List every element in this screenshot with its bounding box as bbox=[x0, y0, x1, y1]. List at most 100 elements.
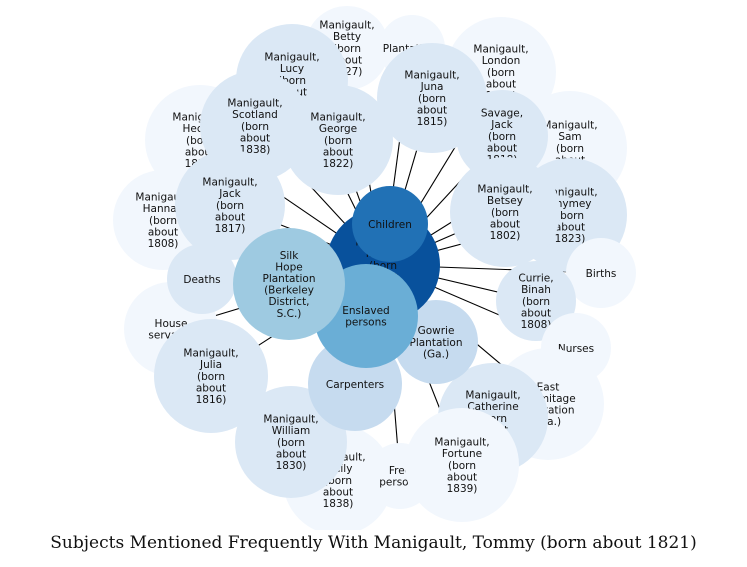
node-fortune-label-line: 1839) bbox=[447, 483, 478, 495]
node-jack_m-label-line: about bbox=[215, 211, 245, 223]
node-lucy-label-line: Lucy bbox=[280, 63, 304, 75]
node-scotland-label-line: about bbox=[240, 132, 270, 144]
node-london-label-line: about bbox=[486, 78, 516, 90]
node-binah-label-line: about bbox=[521, 307, 551, 319]
node-julia-circle bbox=[154, 319, 268, 433]
node-juna-label-line: about bbox=[417, 104, 447, 116]
node-births-circle bbox=[566, 238, 636, 308]
node-jack_savage-label-line: about bbox=[487, 142, 517, 154]
node-fortune-circle bbox=[405, 408, 519, 522]
node-jack_savage-label-line: (born bbox=[488, 131, 516, 143]
node-julia-label-line: (born bbox=[197, 371, 225, 383]
node-juna-label-line: Juna bbox=[420, 81, 444, 93]
node-london-label-line: London bbox=[482, 55, 521, 67]
node-births-label-line: Births bbox=[586, 268, 617, 280]
node-jack_m-label-line: 1817) bbox=[215, 223, 246, 235]
figure-caption: Subjects Mentioned Frequently With Manig… bbox=[50, 533, 697, 553]
node-jack_savage-label-line: Savage, bbox=[481, 108, 523, 120]
node-gowrie-label-line: (Ga.) bbox=[423, 348, 449, 360]
node-hannah-label-line: about bbox=[148, 226, 178, 238]
node-william-label-line: 1830) bbox=[276, 460, 307, 472]
node-silk_hope-label-line: District, bbox=[268, 296, 309, 308]
node-sam-label-line: Sam bbox=[558, 131, 581, 143]
node-children-circle bbox=[352, 186, 428, 262]
node-rhymey-label-line: 1823) bbox=[555, 233, 586, 245]
node-silk_hope-circle bbox=[233, 228, 345, 340]
node-betsey-circle bbox=[450, 157, 560, 267]
node-jack_m-label-line: (born bbox=[216, 200, 244, 212]
node-scotland-label-line: Scotland bbox=[232, 109, 278, 121]
node-betty-label-line: Manigault, bbox=[319, 20, 374, 32]
node-juna-label-line: 1815) bbox=[417, 116, 448, 128]
node-gowrie-label-line: Gowrie bbox=[418, 325, 455, 337]
node-sam-label-line: Manigault, bbox=[542, 120, 597, 132]
node-silk_hope-label-line: S.C.) bbox=[277, 308, 302, 320]
node-silk_hope-label-line: Hope bbox=[275, 261, 302, 273]
node-fortune-label-line: Fortune bbox=[442, 448, 482, 460]
node-julia-label-line: Manigault, bbox=[183, 348, 238, 360]
node-emily-label-line: 1838) bbox=[323, 498, 354, 510]
node-betsey-label-line: about bbox=[490, 218, 520, 230]
node-william-label-line: Manigault, bbox=[263, 414, 318, 426]
node-catherine-label-line: Catherine bbox=[467, 401, 518, 413]
node-carpenters-label-line: Carpenters bbox=[326, 379, 384, 391]
node-jack_m-label-line: Manigault, bbox=[202, 177, 257, 189]
node-lucy-label-line: Manigault, bbox=[264, 52, 319, 64]
node-hannah-label-line: (born bbox=[149, 215, 177, 227]
node-silk_hope-label-line: Plantation bbox=[262, 273, 315, 285]
nodes-layer: Manigault,Betty(bornabout1827)Plantation… bbox=[113, 6, 636, 530]
node-gowrie-label-line: Plantation bbox=[409, 337, 462, 349]
node-binah-label-line: (born bbox=[522, 296, 550, 308]
node-london-label-line: Manigault, bbox=[473, 44, 528, 56]
node-deaths-label-line: Deaths bbox=[183, 274, 220, 286]
node-hannah-label-line: 1808) bbox=[148, 238, 179, 250]
node-jack_savage-label-line: Jack bbox=[490, 119, 513, 131]
node-betsey-label-line: Manigault, bbox=[477, 184, 532, 196]
node-silk_hope-label-line: (Berkeley bbox=[264, 285, 314, 297]
node-julia-label-line: 1816) bbox=[196, 394, 227, 406]
node-george-label-line: George bbox=[319, 123, 357, 135]
node-betsey-label-line: Betsey bbox=[487, 195, 523, 207]
node-deaths[interactable]: Deaths bbox=[167, 244, 237, 314]
node-births[interactable]: Births bbox=[566, 238, 636, 308]
node-binah-label-line: Currie, bbox=[518, 273, 553, 285]
node-children-label: Children bbox=[368, 219, 412, 231]
node-fortune-label-line: (born bbox=[448, 460, 476, 472]
node-deaths-label: Deaths bbox=[183, 274, 220, 286]
node-juna-label-line: (born bbox=[418, 93, 446, 105]
node-deaths-circle bbox=[167, 244, 237, 314]
node-william-label-line: (born bbox=[277, 437, 305, 449]
node-hannah-label-line: Hannah bbox=[143, 203, 184, 215]
node-jack_m-circle bbox=[175, 150, 285, 260]
node-william-label-line: William bbox=[272, 425, 310, 437]
node-binah-label-line: Binah bbox=[521, 284, 551, 296]
node-children-label-line: Children bbox=[368, 219, 412, 231]
node-house_servants-label-line: House bbox=[155, 318, 188, 330]
node-rhymey-label-line: about bbox=[555, 221, 585, 233]
node-scotland-label-line: Manigault, bbox=[227, 98, 282, 110]
node-sam-label-line: (born bbox=[556, 143, 584, 155]
node-children[interactable]: Children bbox=[352, 186, 428, 262]
node-fortune-label-line: Manigault, bbox=[434, 437, 489, 449]
node-binah-label-line: 1808) bbox=[521, 319, 552, 331]
node-carpenters-label: Carpenters bbox=[326, 379, 384, 391]
node-julia-label-line: about bbox=[196, 382, 226, 394]
node-george-label-line: 1822) bbox=[323, 158, 354, 170]
